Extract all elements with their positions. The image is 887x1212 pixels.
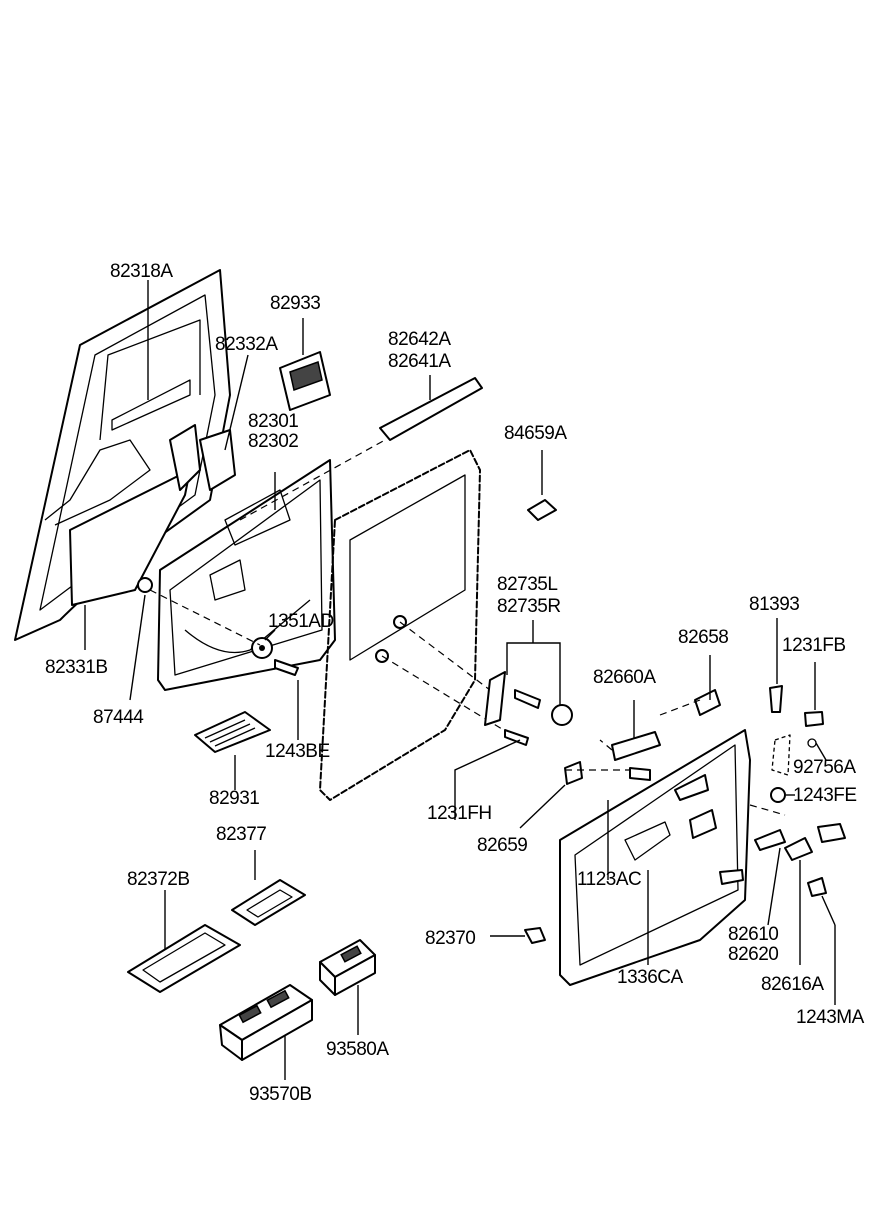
label-81393: 81393: [749, 594, 800, 615]
label-82658: 82658: [678, 627, 729, 648]
label-82735R: 82735R: [497, 596, 561, 617]
label-1243MA: 1243MA: [796, 1007, 864, 1028]
label-1231FH: 1231FH: [427, 803, 492, 824]
right-trim-drawing: [490, 655, 786, 986]
label-82933: 82933: [270, 293, 321, 314]
label-1243FE: 1243FE: [793, 785, 857, 806]
label-1123AC: 1123AC: [577, 869, 642, 890]
strip-82642A-drawing: [379, 375, 483, 441]
label-82642A: 82642A: [388, 329, 451, 350]
label-82931: 82931: [209, 788, 260, 809]
label-1243BE: 1243BE: [265, 741, 330, 762]
label-82377: 82377: [216, 824, 267, 845]
label-82641A: 82641A: [388, 351, 451, 372]
hardware-right-drawing: [754, 618, 846, 1005]
label-1336CA: 1336CA: [617, 967, 683, 988]
label-82660A: 82660A: [593, 667, 656, 688]
door-frame-drawing: [14, 269, 249, 641]
label-93570B: 93570B: [249, 1084, 312, 1105]
label-82332A: 82332A: [215, 334, 278, 355]
lower-left-drawing: [127, 711, 306, 993]
label-82659: 82659: [477, 835, 528, 856]
label-82301: 82301: [248, 411, 299, 432]
label-82735L: 82735L: [497, 574, 558, 595]
switch-82933-drawing: [279, 318, 331, 411]
label-82370: 82370: [425, 928, 476, 949]
label-93580A: 93580A: [326, 1039, 389, 1060]
label-82302: 82302: [248, 431, 299, 452]
label-82372B: 82372B: [127, 869, 190, 890]
label-82616A: 82616A: [761, 974, 824, 995]
label-82610: 82610: [728, 924, 779, 945]
label-84659A: 84659A: [504, 423, 567, 444]
label-1351AD: 1351AD: [268, 611, 334, 632]
label-92756A: 92756A: [793, 757, 856, 778]
switch-blocks-drawing: [219, 939, 376, 1080]
label-1231FB: 1231FB: [782, 635, 846, 656]
handle-82735-drawing: [454, 620, 573, 820]
label-82620: 82620: [728, 944, 779, 965]
clip-84659A-drawing: [527, 450, 557, 521]
door-trim-drawing: [84, 439, 386, 740]
label-87444: 87444: [93, 707, 144, 728]
label-82331B: 82331B: [45, 657, 108, 678]
door-panel-drawing: [319, 449, 521, 801]
label-82318A: 82318A: [110, 261, 173, 282]
